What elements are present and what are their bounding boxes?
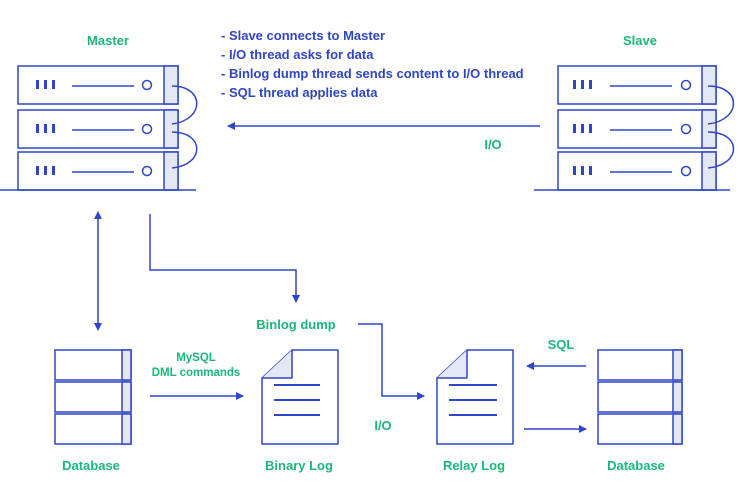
binary-log-document-icon	[261, 349, 339, 445]
step-item: - I/O thread asks for data	[221, 47, 374, 62]
dml-commands-label: MySQL DML commands	[141, 351, 251, 381]
database-right-label: Database	[607, 458, 665, 473]
relay-log-label: Relay Log	[442, 458, 506, 473]
dml-line-1: MySQL	[176, 352, 216, 364]
arrow-binlog-dump-to-relay-log	[358, 323, 425, 400]
slave-cable-icon	[707, 85, 735, 169]
master-server-unit-2	[17, 109, 179, 149]
slave-server-unit-1	[557, 65, 717, 105]
replication-steps-list: - Slave connects to Master - I/O thread …	[221, 26, 524, 102]
master-cable-icon	[171, 85, 198, 169]
sql-label: SQL	[547, 337, 575, 352]
arrow-master-to-binlog-dump	[149, 214, 300, 303]
io-top-label: I/O	[484, 137, 502, 152]
dml-line-2: DML commands	[151, 367, 241, 379]
database-left-label: Database	[62, 458, 120, 473]
relay-log-document-icon	[436, 349, 514, 445]
slave-label: Slave	[623, 33, 657, 48]
master-server-unit-3	[17, 151, 179, 191]
binlog-dump-label: Binlog dump	[256, 317, 336, 332]
step-item: - Binlog dump thread sends content to I/…	[221, 66, 524, 81]
slave-server-unit-3	[557, 151, 717, 191]
step-item: - SQL thread applies data	[221, 85, 378, 100]
master-server-icon	[0, 65, 198, 191]
binary-log-label: Binary Log	[265, 458, 333, 473]
slave-server-unit-2	[557, 109, 717, 149]
master-server-unit-1	[17, 65, 179, 105]
slave-server-icon	[534, 65, 735, 191]
step-item: - Slave connects to Master	[221, 28, 385, 43]
database-right-icon	[597, 349, 683, 445]
master-label: Master	[87, 33, 129, 48]
database-left-icon	[54, 349, 132, 445]
io-bottom-label: I/O	[374, 418, 392, 433]
